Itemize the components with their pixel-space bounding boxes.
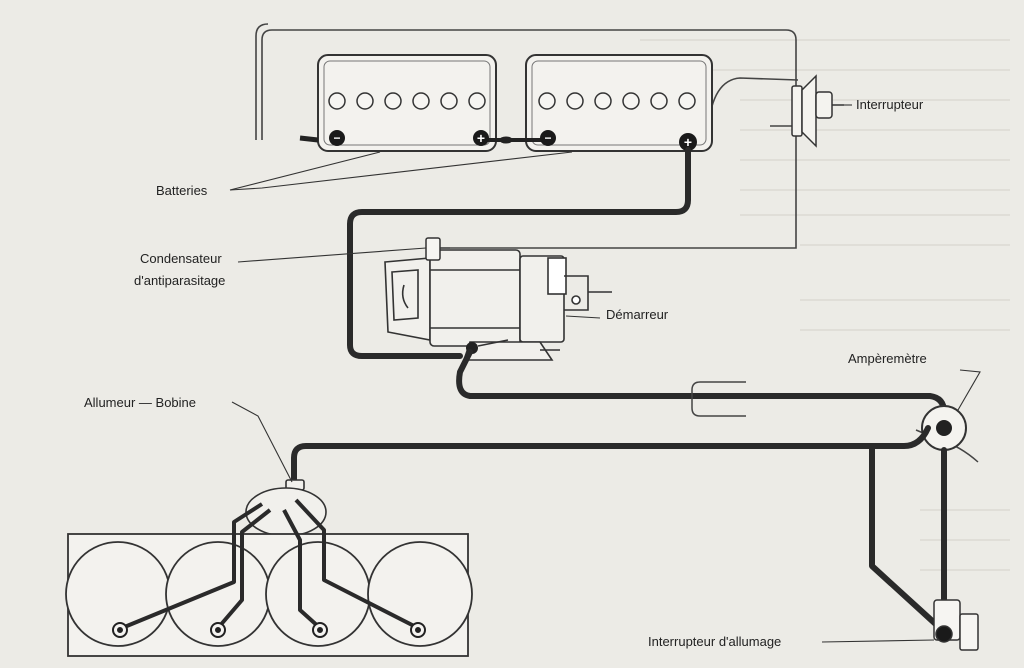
battery-terminals: − + − +: [329, 130, 697, 151]
battery-left: [317, 54, 497, 152]
label-demarreur: Démarreur: [606, 307, 669, 322]
label-interrupteur: Interrupteur: [856, 97, 924, 112]
label-condensateur-line1: Condensateur: [140, 251, 222, 266]
paper-background: [640, 39, 1010, 571]
switch-to-coil-cable: [291, 425, 943, 631]
leader-lines: [229, 104, 981, 643]
label-condensateur: Condensateur d'antiparasitage: [134, 248, 225, 292]
battery-right: [525, 54, 713, 152]
label-allumeur-bobine: Allumeur — Bobine: [84, 395, 196, 410]
light-switch: [791, 74, 844, 148]
engine-block: [65, 533, 473, 657]
terminal-left-plus: +: [477, 130, 485, 146]
label-interrupteur-allumage: Interrupteur d'allumage: [648, 634, 782, 649]
label-condensateur-line2: d'antiparasitage: [134, 273, 226, 288]
label-amperemetre: Ampèremètre: [848, 351, 927, 366]
battery-strap: [299, 135, 548, 144]
terminal-left-minus: −: [333, 131, 340, 145]
label-batteries: Batteries: [156, 183, 208, 198]
condenser: [425, 237, 450, 261]
terminal-right-minus: −: [544, 131, 551, 145]
main-cable: [347, 147, 691, 359]
spark-plug-leads: [121, 498, 419, 630]
starter-to-ammeter-cable: [456, 349, 947, 415]
spark-plugs: [112, 622, 426, 638]
ignition-switch: [933, 599, 979, 651]
terminal-right-plus: +: [684, 134, 692, 150]
starter-motor: [384, 249, 612, 361]
